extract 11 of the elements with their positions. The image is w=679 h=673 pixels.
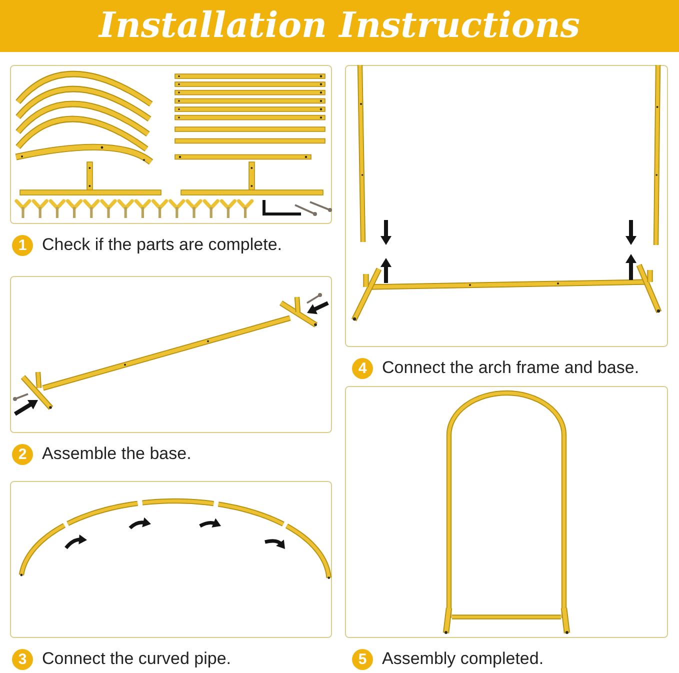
step-caption: Connect the curved pipe. [42, 648, 232, 670]
step-caption: Connect the arch frame and base. [382, 357, 640, 379]
step-caption: Assembly completed. [382, 648, 544, 670]
title-banner: Installation Instructions [0, 0, 679, 52]
step-number-badge: 1 [12, 235, 33, 256]
step-number-badge: 3 [12, 649, 33, 670]
step-number-badge: 5 [352, 649, 373, 670]
step-number-badge: 4 [352, 358, 373, 379]
step-number-badge: 2 [12, 444, 33, 465]
step-caption: Check if the parts are complete. [42, 234, 282, 256]
step-caption: Assemble the base. [42, 443, 192, 465]
